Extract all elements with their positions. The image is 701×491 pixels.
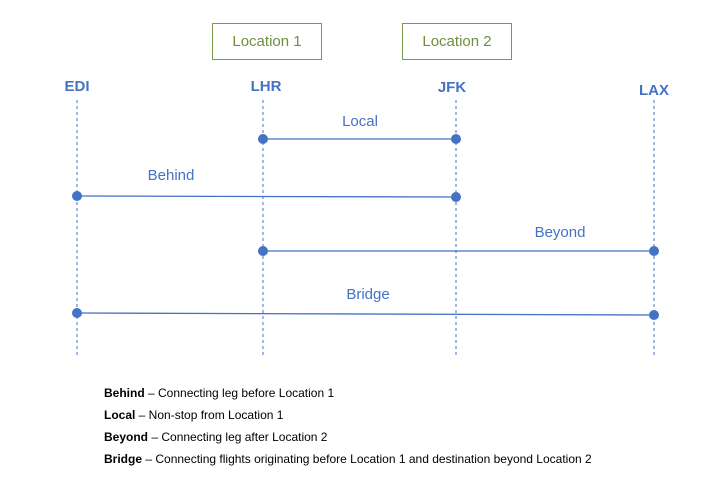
airport-label-jfk: JFK — [437, 79, 467, 96]
legend-term: Beyond — [104, 430, 149, 444]
legend-term: Behind — [104, 386, 145, 400]
airport-label-lhr: LHR — [250, 78, 282, 95]
route-behind-label: Behind — [147, 167, 195, 184]
route-beyond-start-point — [258, 246, 268, 256]
route-behind-end-point — [451, 192, 461, 202]
route-behind-start-point — [72, 191, 82, 201]
route-beyond-end-point — [649, 246, 659, 256]
airport-label-lax: LAX — [639, 82, 669, 99]
location-1-box: Location 1 — [212, 23, 322, 60]
legend-item-local: Local – Non-stop from Location 1 — [104, 404, 592, 426]
legend: Behind – Connecting leg before Location … — [104, 382, 592, 470]
legend-term: Bridge — [104, 452, 143, 466]
legend-item-bridge: Bridge – Connecting flights originating … — [104, 448, 592, 470]
route-bridge-start-point — [72, 308, 82, 318]
legend-item-beyond: Beyond – Connecting leg after Location 2 — [104, 426, 592, 448]
legend-description: – Non-stop from Location 1 — [135, 408, 284, 422]
route-local-end-point — [451, 134, 461, 144]
route-local-label: Local — [342, 113, 378, 130]
legend-description: – Connecting leg after Location 2 — [148, 430, 328, 444]
route-bridge-end-point — [649, 310, 659, 320]
route-behind-line — [76, 195, 457, 198]
route-bridge-line — [76, 312, 655, 316]
route-local-start-point — [258, 134, 268, 144]
route-beyond-label: Beyond — [534, 224, 586, 241]
route-local — [258, 134, 461, 144]
airport-label-edi: EDI — [64, 78, 90, 95]
route-bridge — [72, 308, 659, 320]
route-behind — [72, 191, 461, 202]
legend-description: – Connecting leg before Location 1 — [144, 386, 335, 400]
route-bridge-label: Bridge — [346, 286, 390, 303]
route-beyond — [258, 246, 659, 256]
legend-term: Local — [104, 408, 136, 422]
legend-description: – Connecting flights originating before … — [142, 452, 592, 466]
location-2-box: Location 2 — [402, 23, 512, 60]
legend-item-behind: Behind – Connecting leg before Location … — [104, 382, 592, 404]
